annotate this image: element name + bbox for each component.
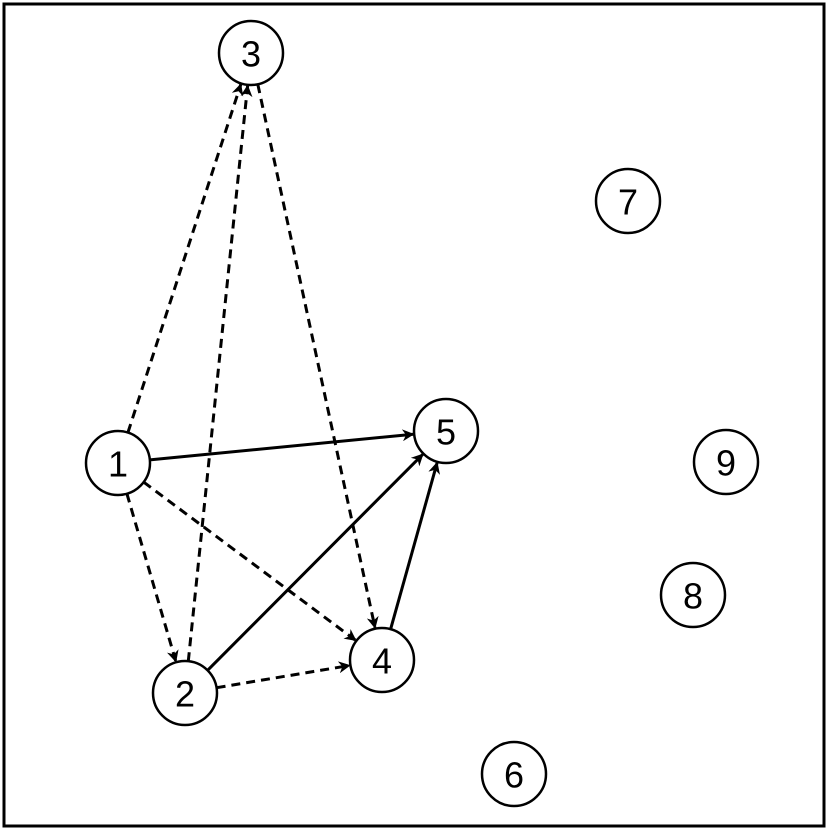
node-5: 5: [412, 397, 480, 465]
edge-4-to-5: [389, 461, 440, 630]
node-circle: [659, 561, 727, 629]
node-7: 7: [594, 167, 662, 235]
node-label: 8: [683, 576, 703, 617]
node-circle: [480, 740, 548, 808]
node-circle: [84, 429, 152, 497]
node-label: 7: [618, 182, 638, 223]
node-label: 3: [241, 34, 261, 75]
node-9: 9: [692, 428, 760, 496]
node-label: 5: [436, 412, 456, 453]
node-circle: [217, 19, 285, 87]
edge-1-to-5: [149, 429, 415, 462]
edge-2-to-4: [216, 661, 351, 690]
node-8: 8: [659, 561, 727, 629]
node-label: 2: [175, 674, 195, 715]
node-4: 4: [348, 626, 416, 694]
node-label: 1: [108, 444, 128, 485]
edges-layer: [125, 83, 440, 690]
node-2: 2: [151, 659, 219, 727]
node-label: 9: [716, 443, 736, 484]
node-circle: [594, 167, 662, 235]
edge-2-to-5: [206, 453, 424, 672]
node-circle: [692, 428, 760, 496]
node-circle: [151, 659, 219, 727]
diagram-frame: [2, 2, 826, 828]
edge-1-to-4: [142, 480, 357, 642]
node-1: 1: [84, 429, 152, 497]
nodes-layer: 1 2 3 4 5 6 7 8 9: [84, 19, 760, 808]
edge-1-to-3: [126, 83, 244, 434]
edge-2-to-3: [186, 84, 253, 662]
node-label: 4: [372, 641, 392, 682]
node-circle: [412, 397, 480, 465]
node-6: 6: [480, 740, 548, 808]
node-3: 3: [217, 19, 285, 87]
node-circle: [348, 626, 416, 694]
node-label: 6: [504, 755, 524, 796]
edge-3-to-4: [256, 83, 379, 629]
edge-1-to-2: [125, 493, 179, 663]
